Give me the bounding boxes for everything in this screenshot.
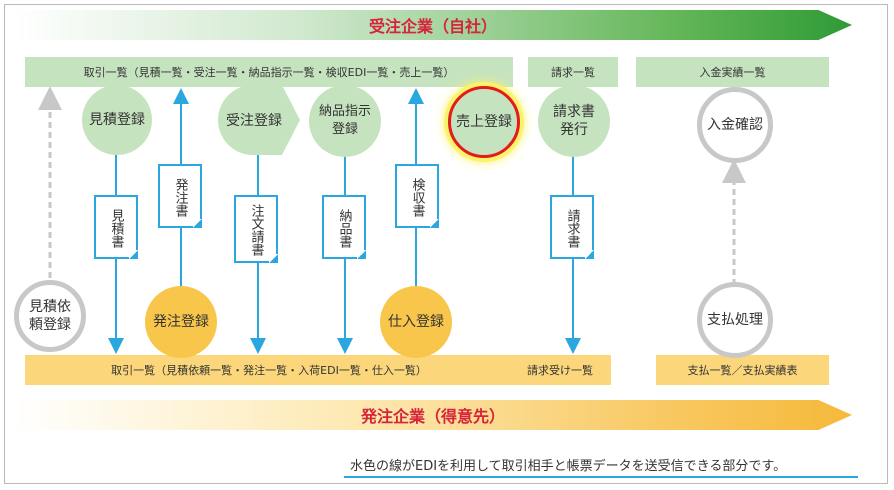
node-estimate-request-label: 見積依頼登録 <box>29 299 71 333</box>
list-bottom-invoice: 請求受け一覧 <box>509 355 611 385</box>
node-estimate-register: 見積登録 <box>82 85 152 155</box>
doc-receipt: 検収書 <box>395 164 439 228</box>
node-order-entry-label: 発注登録 <box>153 314 209 330</box>
node-delivery: 納品指示登録 <box>309 85 381 157</box>
node-deposit-confirm-label: 入金確認 <box>707 117 763 133</box>
node-order-received-label: 受注登録 <box>226 113 282 129</box>
doc-estimate: 見積書 <box>94 195 138 259</box>
doc-purchase-order: 発注書 <box>158 164 202 228</box>
list-top-payment-label: 入金実績一覧 <box>699 66 766 79</box>
node-payment: 支払処理 <box>697 282 773 358</box>
node-purchase-label: 仕入登録 <box>388 314 444 330</box>
doc-order-confirmation: 注文請書 <box>234 195 278 263</box>
edi-note-underline <box>344 476 858 478</box>
node-order-entry: 発注登録 <box>145 286 217 358</box>
list-top-main: 取引一覧（見積一覧・受注一覧・納品指示一覧・検収EDI一覧・売上一覧） <box>25 57 513 87</box>
list-top-invoice: 請求一覧 <box>528 57 618 87</box>
node-estimate-request: 見積依頼登録 <box>14 280 86 352</box>
node-delivery-label: 納品指示登録 <box>318 104 371 137</box>
node-invoice-issue: 請求書発行 <box>538 85 610 157</box>
doc-invoice: 請求書 <box>550 195 594 259</box>
list-bottom-invoice-label: 請求受け一覧 <box>527 364 593 377</box>
band-own-company: 受注企業（自社） <box>14 10 852 40</box>
node-deposit-confirm: 入金確認 <box>697 87 773 163</box>
doc-delivery-note-label: 納品書 <box>336 208 352 248</box>
node-purchase: 仕入登録 <box>380 286 452 358</box>
node-invoice-issue-label: 請求書発行 <box>553 104 595 138</box>
node-order-received: 受注登録 <box>218 85 300 155</box>
list-top-invoice-label: 請求一覧 <box>551 66 595 79</box>
doc-receipt-label: 検収書 <box>409 177 425 217</box>
band-customer: 発注企業（得意先） <box>14 400 852 430</box>
band-own-company-label: 受注企業（自社） <box>368 17 497 36</box>
doc-invoice-label: 請求書 <box>564 208 580 248</box>
list-bottom-payment: 支払一覧／支払実績表 <box>656 355 829 385</box>
node-payment-label: 支払処理 <box>707 312 763 328</box>
diagram-frame <box>4 4 888 484</box>
node-sales-highlighted: 売上登録 <box>448 86 520 158</box>
node-sales-label: 売上登録 <box>456 114 512 130</box>
list-bottom-payment-label: 支払一覧／支払実績表 <box>687 364 798 377</box>
list-top-payment: 入金実績一覧 <box>636 57 829 87</box>
list-top-main-label: 取引一覧（見積一覧・受注一覧・納品指示一覧・検収EDI一覧・売上一覧） <box>83 66 455 79</box>
doc-estimate-label: 見積書 <box>108 208 124 248</box>
node-estimate-register-label: 見積登録 <box>89 112 145 128</box>
doc-delivery-note: 納品書 <box>322 195 366 259</box>
list-bottom-main-label: 取引一覧（見積依頼一覧・発注一覧・入荷EDI一覧・仕入一覧） <box>111 364 427 377</box>
list-bottom-main: 取引一覧（見積依頼一覧・発注一覧・入荷EDI一覧・仕入一覧） <box>25 355 513 385</box>
doc-purchase-order-label: 発注書 <box>172 177 188 217</box>
doc-order-confirmation-label: 注文請書 <box>248 204 264 256</box>
band-customer-label: 発注企業（得意先） <box>360 407 505 426</box>
edi-note: 水色の線がEDIを利用して取引相手と帳票データを送受信できる部分です。 <box>350 459 787 474</box>
